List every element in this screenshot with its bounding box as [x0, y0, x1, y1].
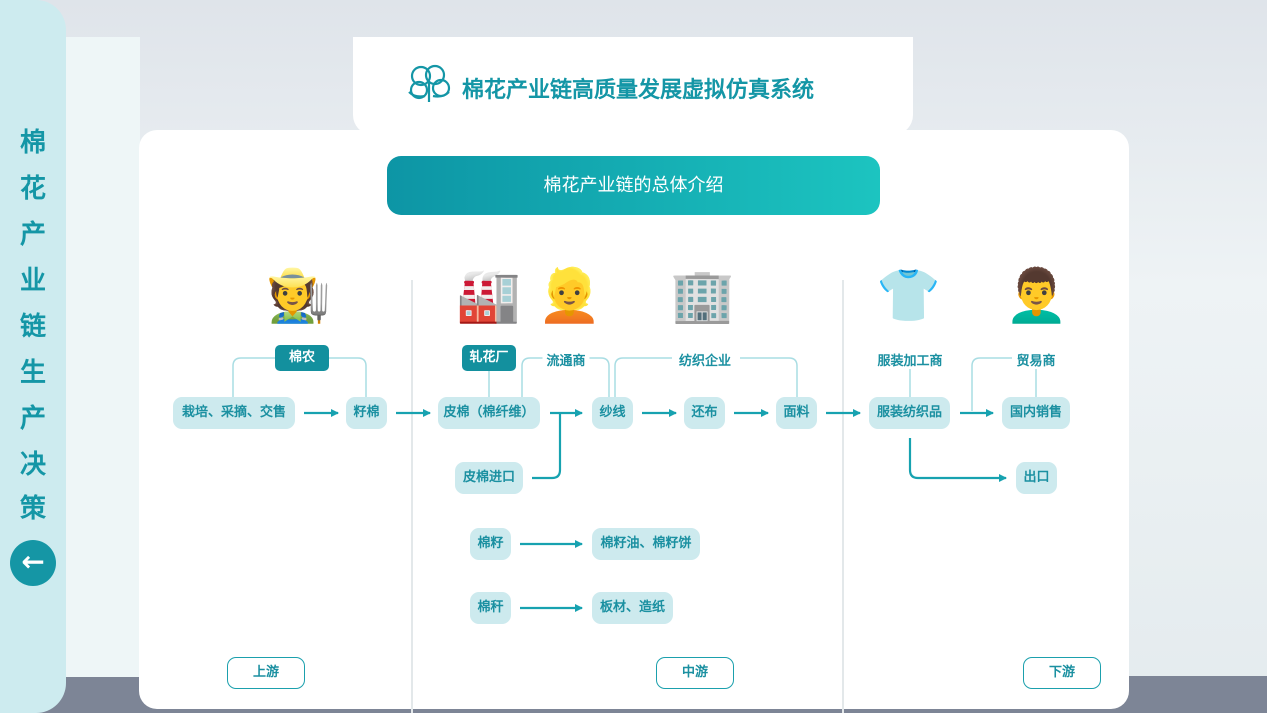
header: [353, 37, 913, 135]
shirt-emoji: 👕: [876, 266, 941, 326]
node-fabric: 面料: [776, 397, 817, 429]
background-column: [66, 37, 140, 677]
midstream-button[interactable]: 中游: [656, 657, 734, 689]
back-button[interactable]: ←: [10, 540, 56, 586]
node-cottonseed: 棉籽: [470, 528, 511, 560]
sidebar-title-char: 策: [19, 494, 46, 524]
sidebar: 棉 花 产 业 链 生 产 决 策 ←: [0, 0, 66, 713]
section-banner: 棉花产业链的总体介绍: [387, 156, 880, 215]
node-seed-cotton: 籽棉: [346, 397, 387, 429]
sidebar-title-char: 生: [19, 358, 46, 388]
sidebar-title-char: 花: [19, 174, 46, 204]
node-apparel: 服装纺织品: [869, 397, 950, 429]
node-lint-import: 皮棉进口: [455, 462, 523, 494]
divider: [842, 280, 844, 713]
sidebar-title-char: 产: [19, 404, 46, 434]
upstream-button[interactable]: 上游: [227, 657, 305, 689]
farmer-emoji: 🧑‍🌾: [266, 266, 331, 326]
actor-dealer: 流通商: [542, 350, 590, 369]
actor-garment: 服装加工商: [873, 350, 947, 369]
actor-textile: 纺织企业: [674, 350, 736, 369]
actor-farmer: 棉农: [275, 345, 329, 371]
factory-emoji: 🏭: [456, 266, 521, 326]
divider: [411, 280, 413, 713]
downstream-button[interactable]: 下游: [1023, 657, 1101, 689]
node-yarn: 纱线: [592, 397, 633, 429]
arrow-left-icon: ←: [21, 545, 45, 578]
node-export: 出口: [1016, 462, 1057, 494]
node-cultivate: 栽培、采摘、交售: [173, 397, 295, 429]
sidebar-title-char: 决: [19, 450, 46, 480]
node-greige: 还布: [684, 397, 725, 429]
sidebar-title-char: 产: [19, 220, 46, 250]
person-emoji: 👱: [537, 266, 602, 326]
node-stalk-products: 板材、造纸: [592, 592, 673, 624]
actor-trader: 贸易商: [1012, 350, 1060, 369]
man-emoji: 👨‍🦱: [1004, 266, 1069, 326]
app-title: 棉花产业链高质量发展虚拟仿真系统: [462, 78, 815, 103]
cotton-flower-icon: [408, 64, 451, 102]
node-stalk: 棉秆: [470, 592, 511, 624]
node-seed-products: 棉籽油、棉籽饼: [592, 528, 700, 560]
sidebar-title-char: 棉: [19, 128, 46, 158]
office-building-emoji: 🏢: [670, 266, 735, 326]
node-domestic: 国内销售: [1002, 397, 1070, 429]
actor-gin: 轧花厂: [462, 345, 516, 371]
sidebar-title-char: 链: [19, 312, 46, 342]
node-lint: 皮棉（棉纤维）: [438, 397, 540, 429]
sidebar-title-char: 业: [19, 266, 46, 296]
